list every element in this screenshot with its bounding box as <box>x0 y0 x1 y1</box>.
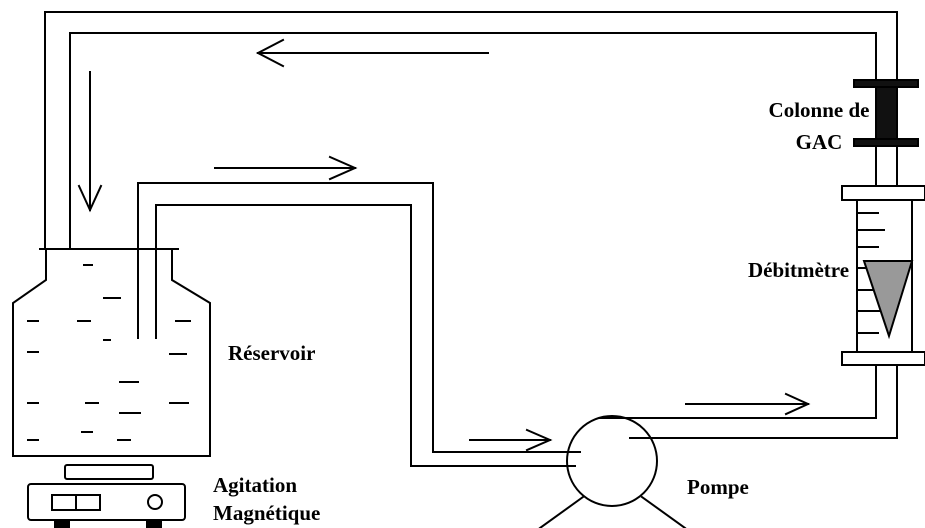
magnetic-stirrer <box>27 464 186 528</box>
reservoir-vessel <box>12 248 211 457</box>
stirring-label: Agitation Magnétique <box>213 473 321 525</box>
flowmeter <box>841 185 925 366</box>
gac-column-label: Colonne de GAC <box>768 98 870 154</box>
flow-arrows <box>77 38 811 452</box>
discharge-pipe <box>599 364 898 439</box>
pump <box>538 415 687 528</box>
pump-label: Pompe <box>687 475 749 499</box>
gac-column <box>853 77 919 187</box>
flowmeter-label: Débitmètre <box>748 258 850 282</box>
return-pipe <box>44 11 898 249</box>
suction-pipe <box>137 182 581 467</box>
reservoir-label: Réservoir <box>228 341 316 365</box>
liquid-dashes <box>27 264 191 441</box>
